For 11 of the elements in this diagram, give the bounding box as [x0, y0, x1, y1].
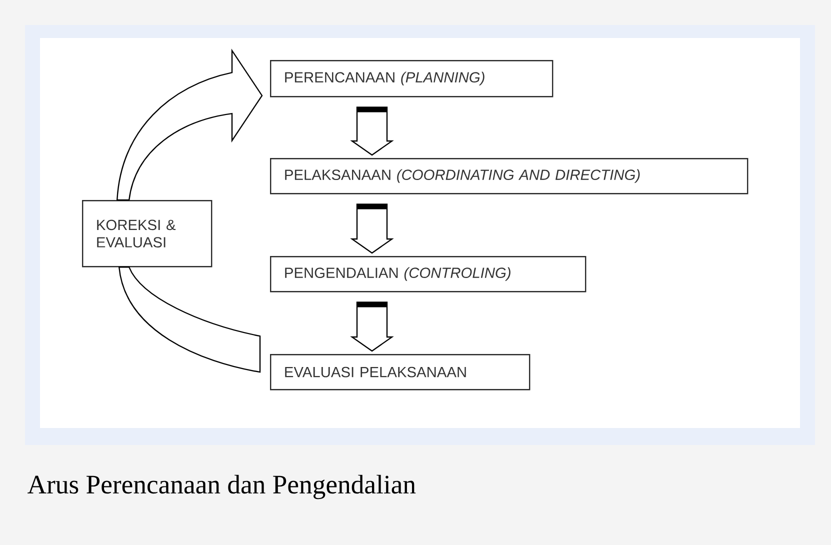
curved-arrow: [118, 266, 261, 373]
process-box: PELAKSANAAN (COORDINATING AND DIRECTING): [270, 158, 748, 194]
block-arrow: [350, 204, 394, 254]
process-box: PERENCANAAN (PLANNING): [270, 60, 554, 98]
block-arrow: [350, 106, 394, 156]
process-box: EVALUASI PELAKSANAAN: [270, 354, 530, 390]
caption: Arus Perencanaan dan Pengendalian: [28, 474, 416, 500]
curved-arrow: [116, 50, 263, 201]
block-arrow: [350, 302, 394, 352]
process-box: PENGENDALIAN (CONTROLING): [270, 256, 586, 292]
process-box: KOREKSI & EVALUASI: [82, 200, 212, 268]
